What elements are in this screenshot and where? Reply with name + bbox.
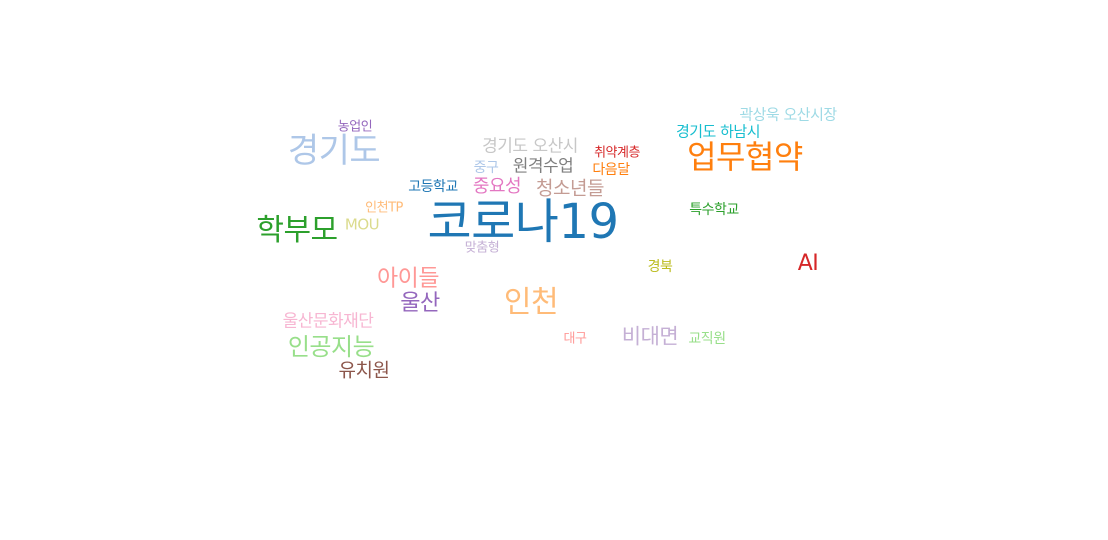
word-youths: 청소년들 — [536, 177, 604, 200]
word-gyeonggi-osan: 경기도 오산시 — [482, 136, 578, 157]
word-covid19: 코로나19 — [427, 194, 619, 250]
word-high-school: 고등학교 — [408, 179, 458, 195]
word-special-school: 특수학교 — [689, 202, 739, 218]
word-junggu: 중구 — [473, 160, 499, 176]
word-gyeongbuk: 경북 — [647, 259, 673, 275]
word-ai: AI — [797, 251, 819, 276]
word-kwak-mayor: 곽상욱 오산시장 — [739, 105, 837, 124]
word-ulsan: 울산 — [400, 291, 440, 316]
word-importance: 중요성 — [472, 176, 522, 197]
word-customized: 맞춤형 — [464, 240, 500, 256]
word-remote-class: 원격수업 — [512, 156, 574, 177]
word-parents: 학부모 — [256, 213, 338, 248]
word-incheon: 인천 — [503, 285, 559, 320]
word-business-agreement: 업무협약 — [687, 138, 803, 176]
word-ulsan-culture-foundation: 울산문화재단 — [282, 311, 374, 332]
word-farmers: 농업인 — [337, 119, 373, 135]
word-artificial-intelligence: 인공지능 — [287, 333, 375, 361]
word-kindergarten: 유치원 — [338, 359, 390, 382]
word-contactless: 비대면 — [621, 324, 679, 349]
word-children: 아이들 — [377, 265, 439, 292]
word-incheon-tp: 인천TP — [365, 200, 403, 216]
word-gyeonggido: 경기도 — [287, 131, 381, 171]
word-mou: MOU — [344, 215, 380, 234]
word-vulnerable: 취약계층 — [594, 145, 640, 161]
word-staff: 교직원 — [688, 331, 726, 347]
word-daegu: 대구 — [563, 331, 587, 347]
word-next-month: 다음달 — [592, 162, 630, 178]
word-gyeonggi-hanam: 경기도 하남시 — [675, 122, 761, 141]
